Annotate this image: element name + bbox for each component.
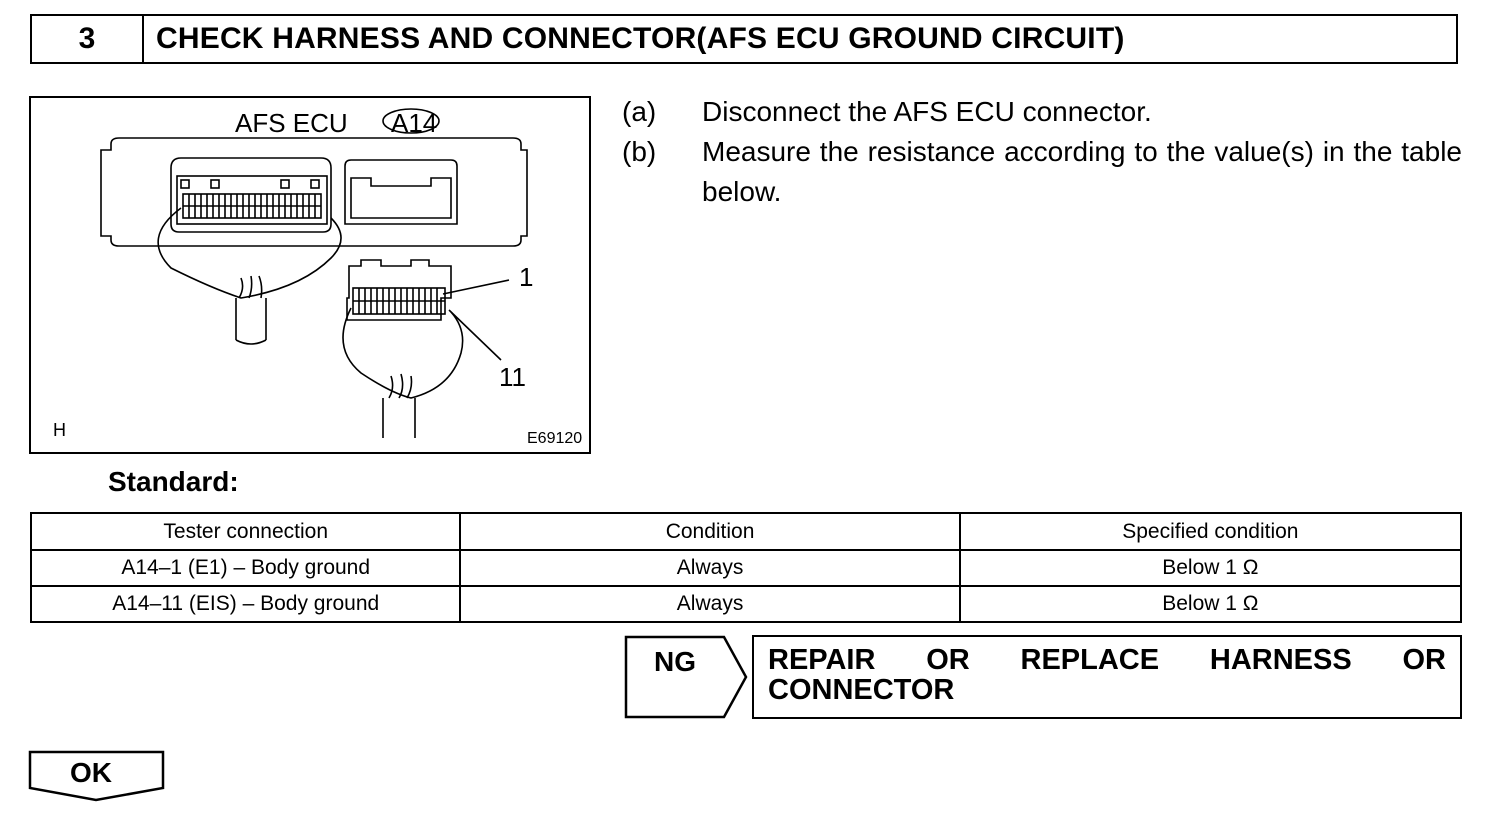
column-header: Condition [459,512,961,551]
column-header: Specified condition [958,512,1463,551]
instruction-text: Disconnect the AFS ECU connector. [702,96,1152,127]
ng-action-word: REPLACE [1020,644,1160,676]
step-title: CHECK HARNESS AND CONNECTOR(AFS ECU GROU… [156,22,1125,55]
table-header-row: Tester connection Condition Specified co… [29,512,1463,551]
table-cell: A14–1 (E1) – Body ground [29,549,462,587]
standard-table: Tester connection Condition Specified co… [29,512,1463,623]
ok-label: OK [70,757,112,788]
ng-action-word: REPAIR [768,644,876,676]
instruction-item: (a) Disconnect the AFS ECU connector. [622,92,1462,132]
connector-id-label: A14 [391,108,438,138]
instruction-item: (b) Measure the resistance according to … [622,132,1462,212]
ok-arrow-shape [28,750,165,802]
corner-letter: H [53,420,66,440]
table-cell: Below 1 Ω [958,549,1463,587]
ecu-label: AFS ECU [235,108,348,138]
ng-action-word: OR [926,644,970,676]
connector-illustration: AFS ECU A14 1 11 H E69120 [29,96,591,454]
table-row: A14–1 (E1) – Body ground Always Below 1 … [29,549,1463,587]
table-row: A14–11 (EIS) – Body ground Always Below … [29,585,1463,623]
instruction-text: Measure the resistance according to the … [702,136,1462,207]
ng-label: NG [654,646,696,677]
ng-action-line: REPAIR OR REPLACE HARNESS OR [768,645,1446,675]
instruction-list: (a) Disconnect the AFS ECU connector. (b… [622,92,1462,212]
instruction-mark: (b) [622,136,657,167]
ng-action-word: OR [1402,644,1447,676]
figure-code: E69120 [527,430,583,447]
pin-11-label: 11 [499,362,526,392]
ng-action-line: CONNECTOR [768,674,955,706]
table-cell: Always [459,585,961,623]
pin-1-label: 1 [519,262,534,292]
table-cell: Below 1 Ω [958,585,1463,623]
step-number: 3 [32,16,144,62]
ng-action-box: REPAIR OR REPLACE HARNESS OR CONNECTOR [752,635,1462,719]
instruction-mark: (a) [622,96,657,127]
column-header: Tester connection [29,512,462,551]
ng-action-word: HARNESS [1209,644,1352,676]
table-cell: Always [459,549,961,587]
step-header: 3 CHECK HARNESS AND CONNECTOR(AFS ECU GR… [30,14,1458,64]
ecu-connector-drawing [100,108,528,438]
standard-label: Standard: [108,466,239,497]
table-cell: A14–11 (EIS) – Body ground [29,585,462,623]
ng-arrow-shape [624,635,748,719]
